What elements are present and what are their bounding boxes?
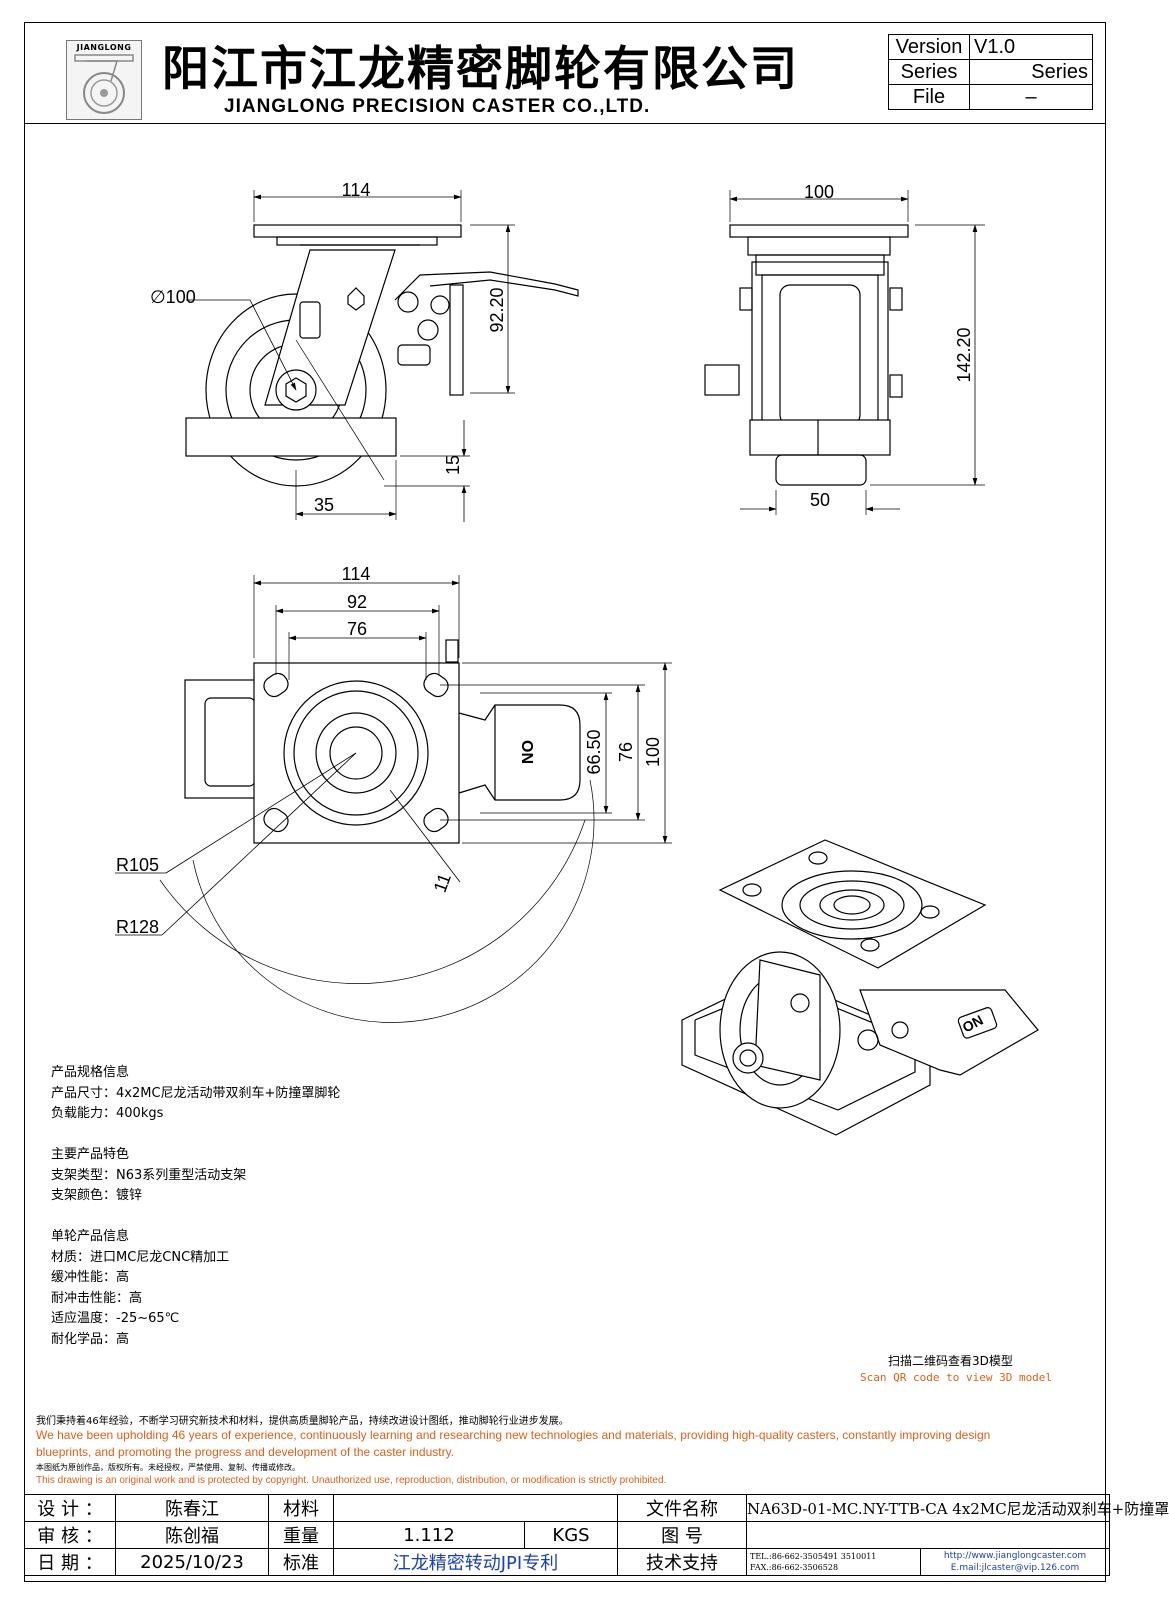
dim-top-100: 100 <box>643 737 663 767</box>
dim-height-92: 92.20 <box>487 287 507 332</box>
spec-bracket-type: 支架类型：N63系列重型活动支架 <box>51 1168 247 1183</box>
dim-height-total: 142.20 <box>954 327 974 382</box>
contact-web: http://www.jianglongcaster.com E.mail:jl… <box>920 1548 1110 1576</box>
side-view <box>185 190 579 522</box>
design-label: 设 计 ： <box>24 1494 116 1522</box>
spec-chem: 耐化学品：高 <box>51 1332 130 1347</box>
date-label: 日 期 ： <box>24 1548 116 1576</box>
spec-wheel-title: 单轮产品信息 <box>51 1229 130 1244</box>
dim-r128: R128 <box>116 917 159 937</box>
dim-front-width: 100 <box>804 182 834 202</box>
spec-bracket-color: 支架颜色：镀锌 <box>51 1188 143 1203</box>
spec-size: 产品尺寸：4x2MC尼龙活动带双刹车+防撞罩脚轮 <box>51 1086 341 1101</box>
file-label: File <box>888 84 970 110</box>
filename-value: NA63D-01-MC.NY-TTB-CA 4x2MC尼龙活动双刹车+防撞罩 <box>746 1494 1169 1522</box>
qr-caption-cn: 扫描二维码查看3D模型 <box>888 1354 1013 1368</box>
revision-table: Version V1.0 Series Series File – <box>888 34 1093 110</box>
spec-features-title: 主要产品特色 <box>51 1147 130 1162</box>
spec-temp: 适应温度：-25~65℃ <box>51 1311 180 1326</box>
version-label: Version <box>888 34 970 60</box>
dim-top-66: 66.50 <box>584 729 604 774</box>
drawing-sheet <box>24 22 1106 1582</box>
dim-offset-15: 15 <box>443 455 463 475</box>
contact-phone: TEL.:86-662-3505491 3510011 FAX.:86-662-… <box>746 1548 921 1576</box>
dim-top-114: 114 <box>342 564 371 584</box>
email-link[interactable]: E.mail:jlcaster@vip.126.com <box>950 1563 1080 1573</box>
tel-text: TEL.:86-662-3505491 3510011 <box>750 1552 877 1561</box>
spec-load: 负载能力：400kgs <box>51 1106 164 1121</box>
design-value: 陈春江 <box>115 1494 269 1522</box>
dim-tread-50: 50 <box>810 490 830 510</box>
copyright-cn: 本图纸为原创作品，版权所有。未经授权，严禁使用、复制、传播或修改。 <box>36 1463 300 1472</box>
material-label: 材料 <box>268 1494 334 1522</box>
technical-drawing: 114 100 ∅100 92.20 142.20 15 35 50 114 9… <box>115 180 1039 1136</box>
qr-caption-en: Scan QR code to view 3D model <box>860 1371 1053 1384</box>
dim-top-76b: 76 <box>616 742 636 762</box>
material-value <box>333 1494 618 1522</box>
dim-wheel-diameter: ∅100 <box>150 287 196 307</box>
support-label: 技术支持 <box>617 1548 747 1576</box>
caster-logo-icon <box>74 54 134 114</box>
company-logo: JIANGLONG <box>66 40 142 120</box>
standard-label: 标准 <box>268 1548 334 1576</box>
dim-side-width: 114 <box>342 180 371 200</box>
company-name-cn: 阳江市江龙精密脚轮有限公司 <box>162 42 799 97</box>
spec-impact: 耐冲击性能：高 <box>51 1291 143 1306</box>
statement-en-1: We have been upholding 46 years of exper… <box>36 1428 991 1442</box>
front-view <box>704 190 985 515</box>
statement-en-2: blueprints, and promoting the progress a… <box>36 1445 455 1459</box>
dim-top-76: 76 <box>347 619 367 639</box>
website-link[interactable]: http://www.jianglongcaster.com <box>943 1551 1087 1561</box>
standard-value: 江龙精密转动JPI专利 <box>333 1548 618 1576</box>
weight-value: 1.112 <box>333 1521 525 1549</box>
statement-cn: 我们秉持着46年经验，不断学习研究新技术和材料，提供高质量脚轮产品，持续改进设计… <box>36 1416 569 1427</box>
copyright-en: This drawing is an original work and is … <box>36 1475 667 1486</box>
pedal-on-label: ON <box>518 740 535 764</box>
review-value: 陈创福 <box>115 1521 269 1549</box>
date-value: 2025/10/23 <box>115 1548 269 1576</box>
weight-unit: KGS <box>524 1521 618 1549</box>
weight-label: 重量 <box>268 1521 334 1549</box>
drawno-value <box>746 1521 1110 1549</box>
spec-cushion: 缓冲性能：高 <box>51 1270 130 1285</box>
dim-top-92: 92 <box>347 592 367 612</box>
company-name-en: JIANGLONG PRECISION CASTER CO.,LTD. <box>224 96 651 117</box>
top-view <box>115 575 672 1023</box>
dim-r105: R105 <box>116 855 159 875</box>
dim-hole-11: 11 <box>430 871 455 895</box>
review-label: 审 核 ： <box>24 1521 116 1549</box>
spec-info-title: 产品规格信息 <box>51 1065 130 1080</box>
isometric-view <box>681 839 1039 1136</box>
spec-material: 材质：进口MC尼龙CNC精加工 <box>51 1250 230 1265</box>
dim-offset-35: 35 <box>314 495 334 515</box>
logo-text: JIANGLONG <box>76 43 132 52</box>
series-value: Series <box>969 59 1093 85</box>
header-divider <box>24 123 1106 124</box>
drawno-label: 图 号 <box>617 1521 747 1549</box>
fax-text: FAX.:86-662-3506528 <box>750 1563 839 1572</box>
file-value: – <box>969 84 1093 110</box>
filename-label: 文件名称 <box>617 1494 747 1522</box>
title-block: 设 计 ： 陈春江 材料 文件名称 NA63D-01-MC.NY-TTB-CA … <box>24 1494 1169 1576</box>
